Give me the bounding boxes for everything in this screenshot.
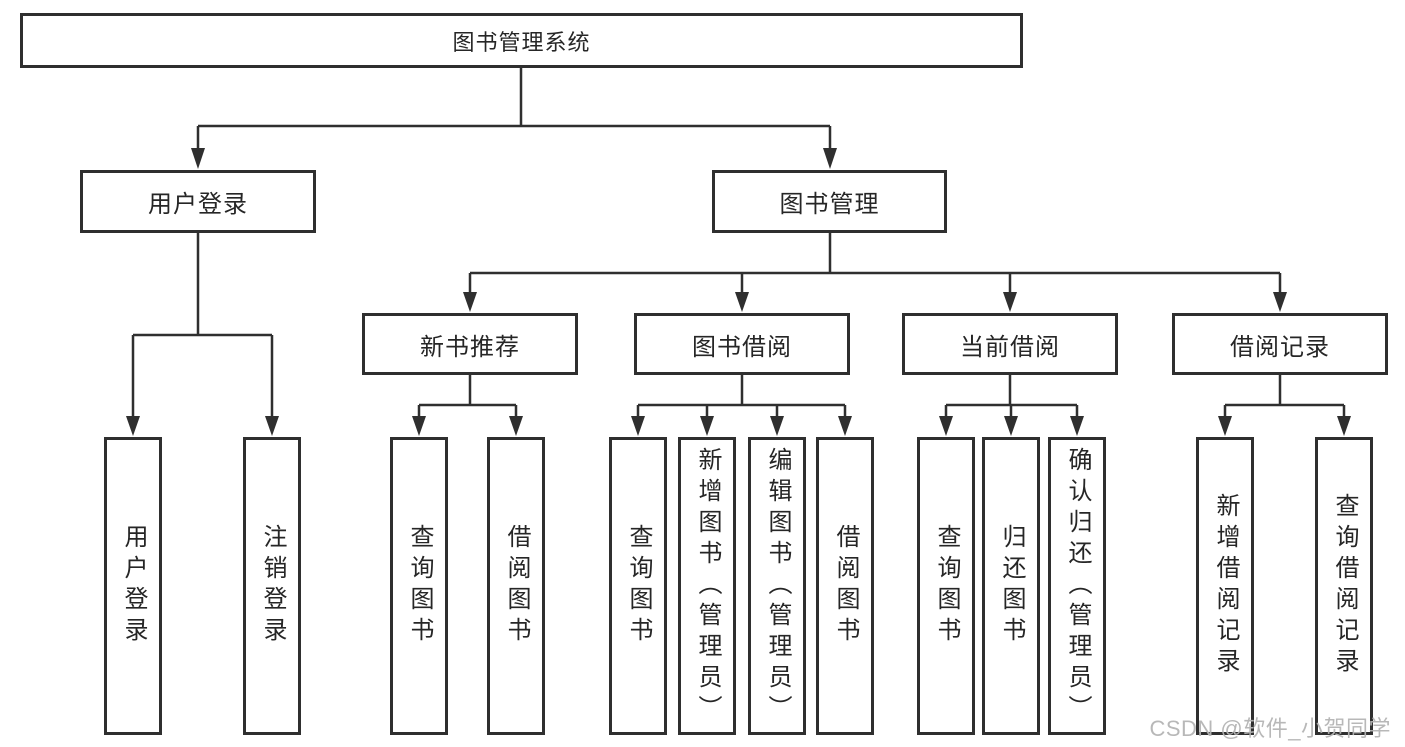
node-leaf-query-borrow-record: 查询借阅记录 [1315, 437, 1373, 735]
node-library-system: 图书管理系统 [20, 13, 1023, 68]
node-leaf-query-books-borrow: 查询图书 [609, 437, 667, 735]
node-borrow-records: 借阅记录 [1172, 313, 1388, 375]
node-leaf-user-login: 用户登录 [104, 437, 162, 735]
node-book-borrow: 图书借阅 [634, 313, 850, 375]
node-leaf-borrow-books: 借阅图书 [816, 437, 874, 735]
node-new-book-recommend: 新书推荐 [362, 313, 578, 375]
node-leaf-add-borrow-record: 新增借阅记录 [1196, 437, 1254, 735]
node-leaf-query-books-current: 查询图书 [917, 437, 975, 735]
node-user-login: 用户登录 [80, 170, 316, 233]
node-leaf-edit-book-admin: 编辑图书（管理员） [748, 437, 806, 735]
node-leaf-return-book: 归还图书 [982, 437, 1040, 735]
node-current-borrow: 当前借阅 [902, 313, 1118, 375]
node-book-management: 图书管理 [712, 170, 947, 233]
node-leaf-borrow-books-recommend: 借阅图书 [487, 437, 545, 735]
csdn-watermark: CSDN @软件_小贺同学 [1149, 716, 1391, 741]
node-leaf-confirm-return-admin: 确认归还（管理员） [1048, 437, 1106, 735]
node-leaf-add-book-admin: 新增图书（管理员） [678, 437, 736, 735]
node-leaf-logout: 注销登录 [243, 437, 301, 735]
arrowheads [126, 148, 1351, 436]
node-leaf-query-books-recommend: 查询图书 [390, 437, 448, 735]
